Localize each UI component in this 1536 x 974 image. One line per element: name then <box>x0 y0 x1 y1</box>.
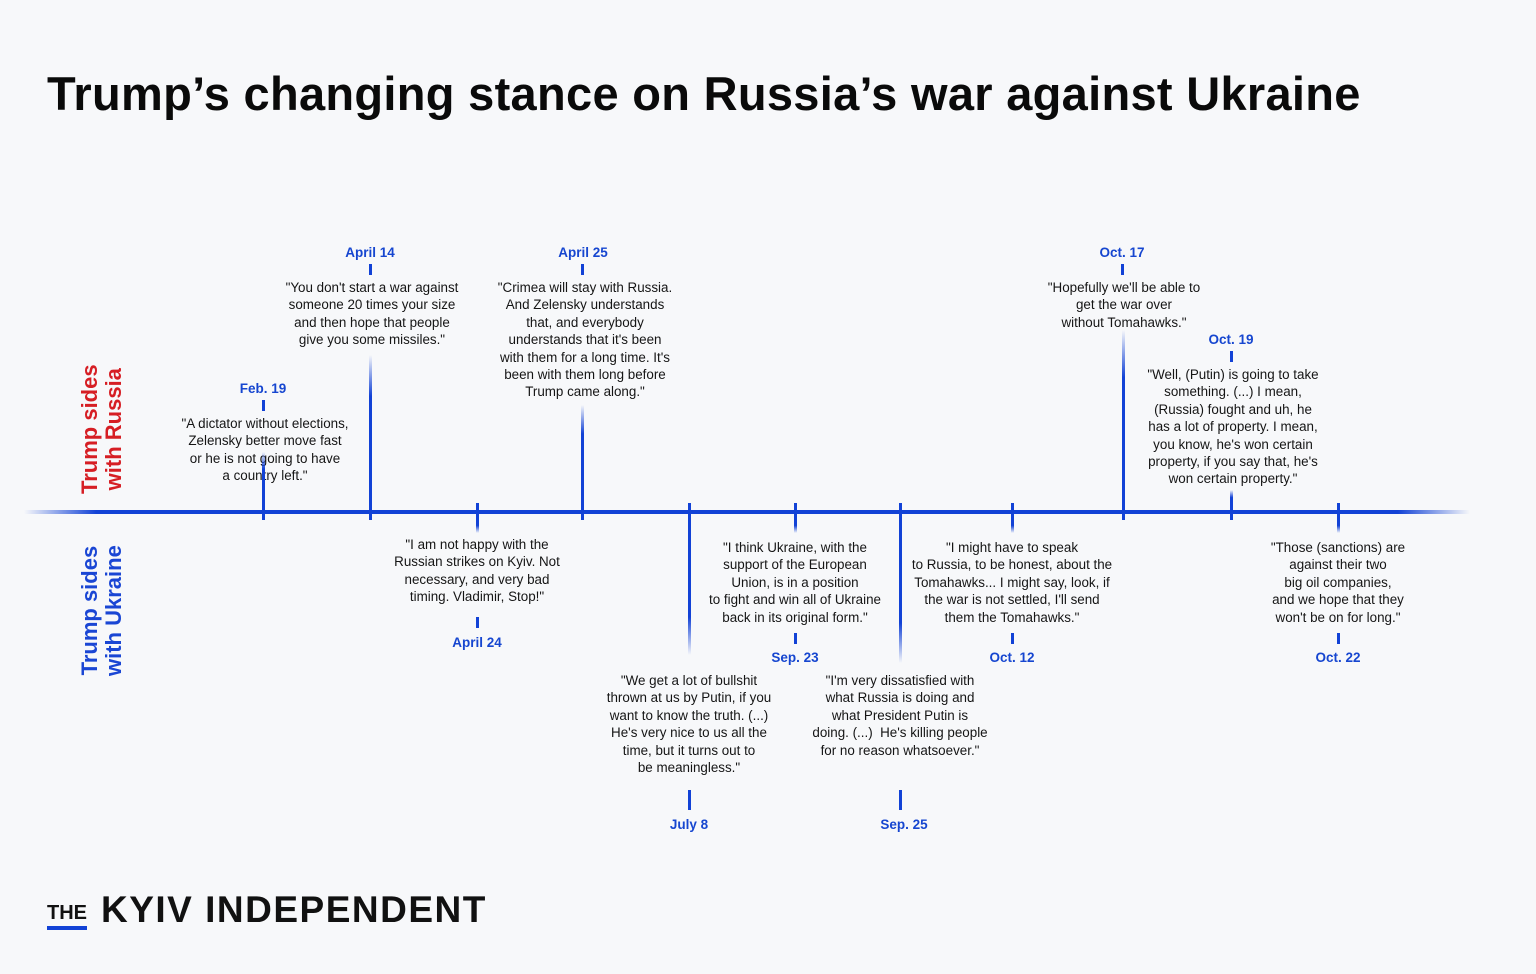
side-label-russia: Trump sides with Russia <box>77 364 126 494</box>
event-stem <box>475 503 479 533</box>
event-stem <box>261 452 265 520</box>
event-quote: "Well, (Putin) is going to take somethin… <box>1147 367 1319 487</box>
event-stem <box>687 503 691 655</box>
logo-name: KYIV INDEPENDENT <box>101 889 487 930</box>
kyiv-independent-logo: THE KYIV INDEPENDENT <box>47 889 487 930</box>
date-tick <box>1120 264 1124 275</box>
event-stem <box>1010 503 1014 533</box>
date-tick <box>1336 633 1340 644</box>
date-tick <box>898 790 902 810</box>
side-label-ukraine: Trump sides with Ukraine <box>77 545 126 676</box>
event-quote: "I'm very dissatisfied with what Russia … <box>812 673 988 758</box>
event-stem <box>898 503 902 663</box>
date-tick <box>793 633 797 644</box>
date-tick <box>475 617 479 628</box>
event-date: April 14 <box>345 245 395 260</box>
date-tick <box>687 790 691 810</box>
date-tick <box>1229 351 1233 362</box>
event-quote: "I think Ukraine, with the support of th… <box>709 540 881 625</box>
event-date: Oct. 12 <box>989 650 1035 665</box>
timeline-axis <box>24 510 1470 514</box>
event-date: Sep. 25 <box>880 817 928 832</box>
event-stem <box>580 405 584 520</box>
event-quote: "I might have to speak to Russia, to be … <box>911 540 1113 625</box>
event-date: Oct. 17 <box>1099 245 1145 260</box>
logo-the: THE <box>47 903 87 930</box>
event-stem <box>368 355 372 520</box>
event-quote: "Crimea will stay with Russia. And Zelen… <box>497 280 673 400</box>
date-tick <box>1010 633 1014 644</box>
event-quote: "You don't start a war against someone 2… <box>285 280 459 348</box>
date-tick <box>580 264 584 275</box>
event-date: Oct. 22 <box>1315 650 1361 665</box>
event-date: Feb. 19 <box>239 381 287 396</box>
event-date: July 8 <box>669 817 709 832</box>
event-quote: "A dictator without elections, Zelensky … <box>181 416 349 484</box>
page-title: Trump’s changing stance on Russia’s war … <box>47 67 1361 120</box>
event-quote: "I am not happy with the Russian strikes… <box>394 537 560 605</box>
event-date: Sep. 23 <box>771 650 819 665</box>
event-date: April 25 <box>558 245 608 260</box>
event-date: April 24 <box>452 635 502 650</box>
date-tick <box>368 264 372 275</box>
event-date: Oct. 19 <box>1208 332 1254 347</box>
event-stem <box>1336 503 1340 533</box>
event-stem <box>1121 330 1125 520</box>
event-quote: "We get a lot of bullshit thrown at us b… <box>606 673 772 776</box>
event-quote: "Hopefully we'll be able to get the war … <box>1047 280 1201 330</box>
event-stem <box>793 503 797 533</box>
event-stem <box>1229 490 1233 520</box>
event-quote: "Those (sanctions) are against their two… <box>1270 540 1406 625</box>
date-tick <box>261 400 265 411</box>
